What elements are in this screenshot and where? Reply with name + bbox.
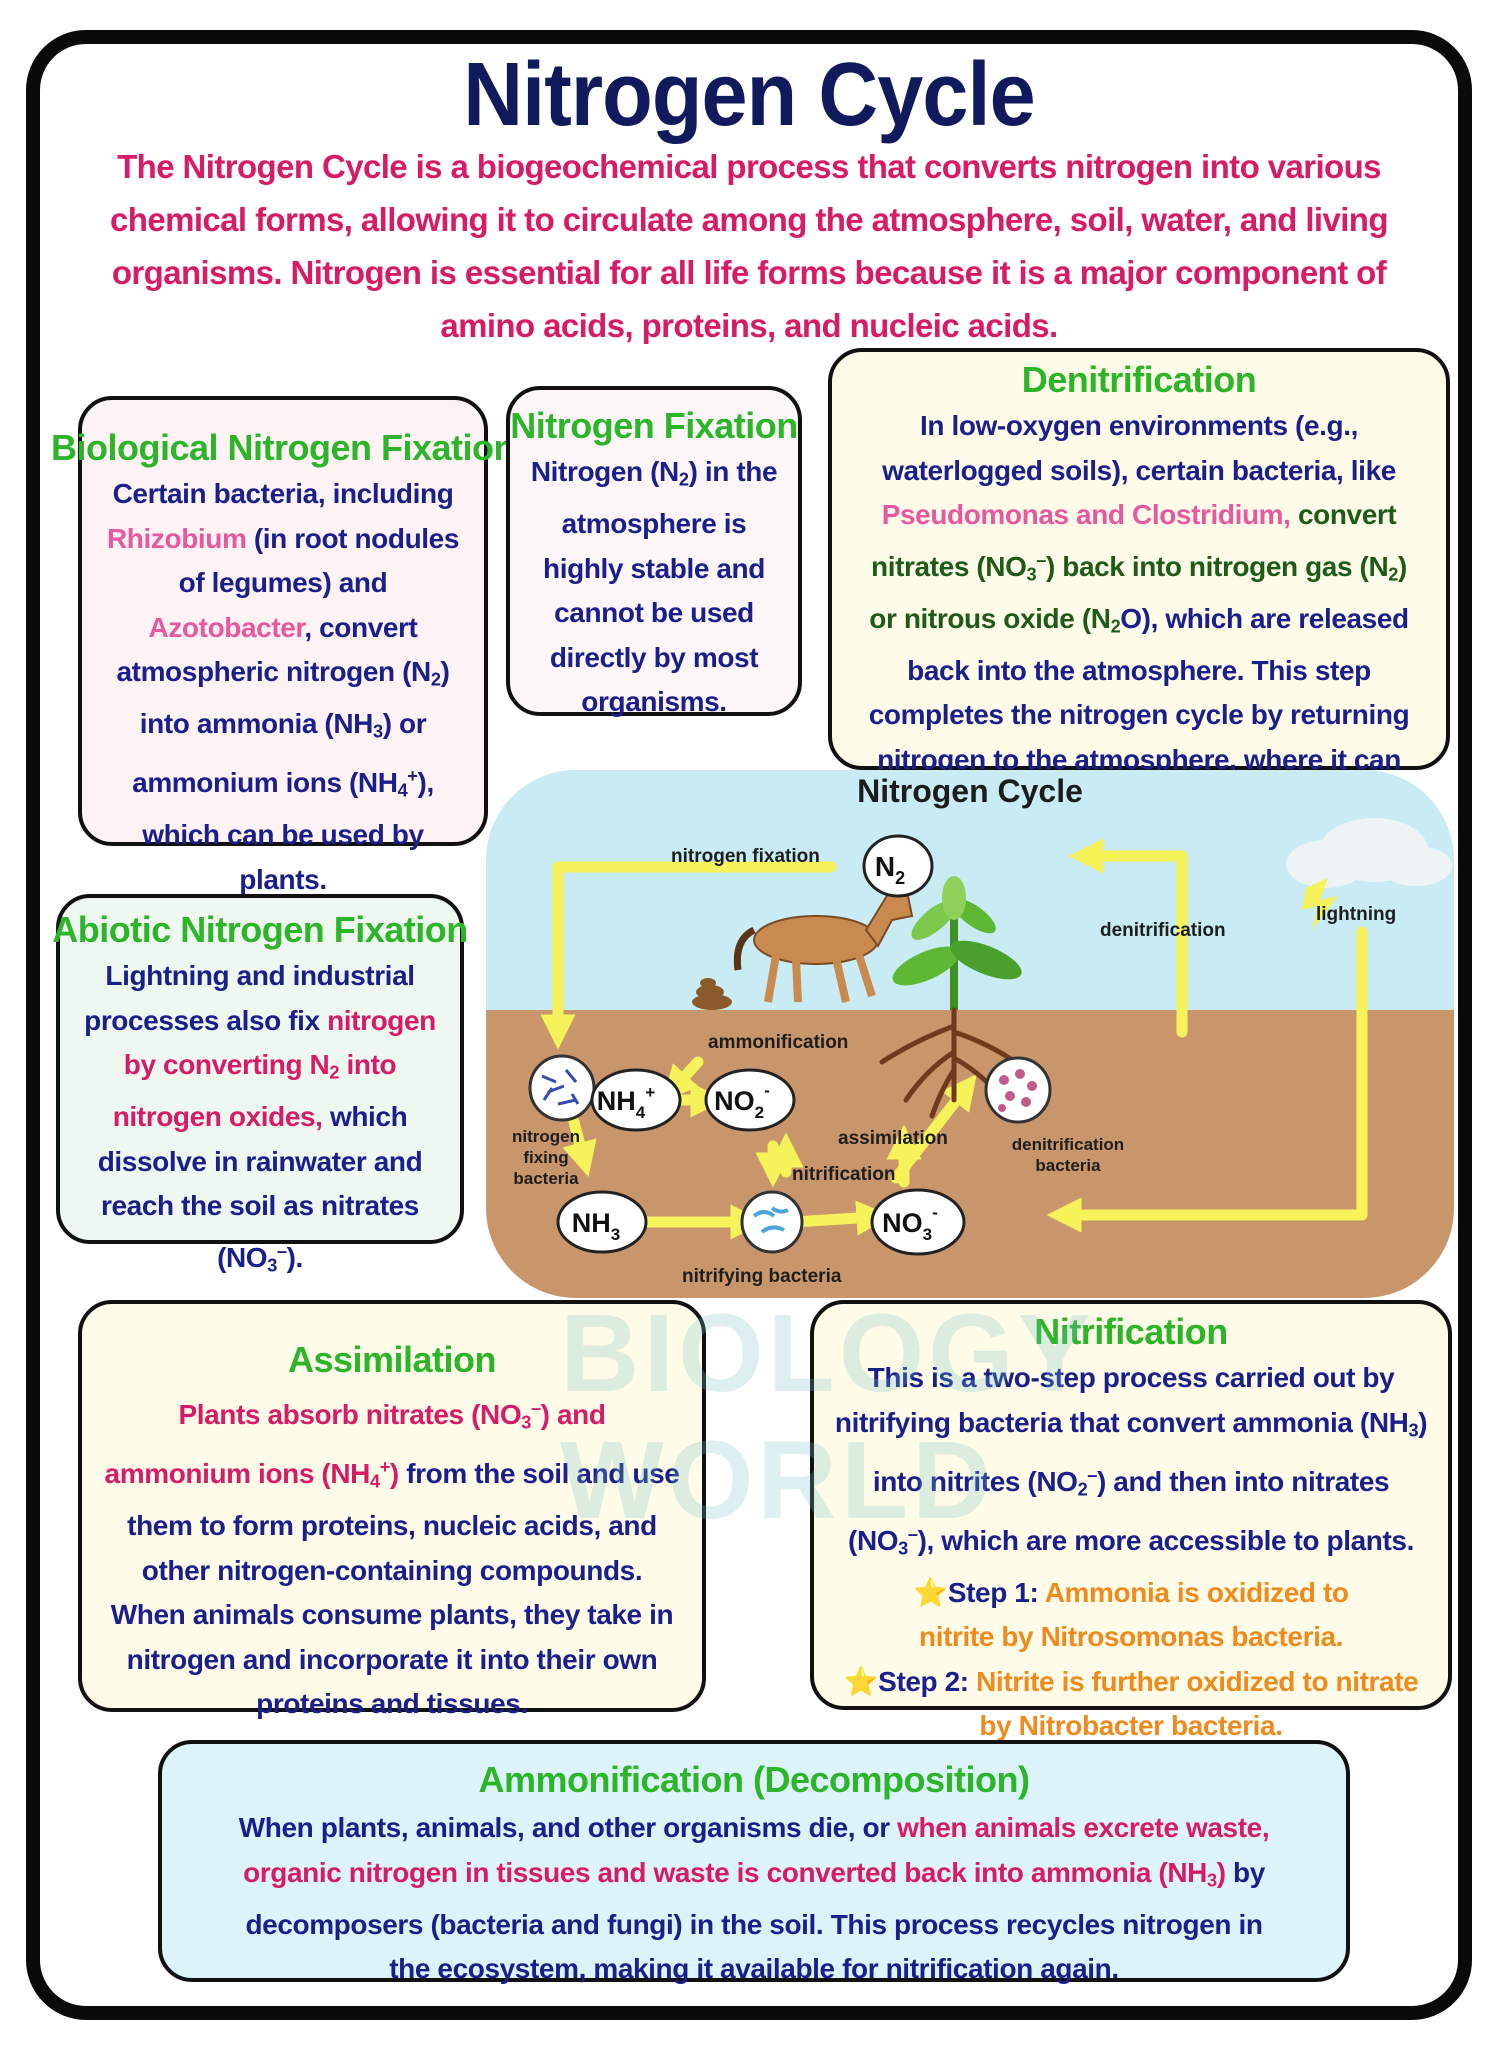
nitrification-step1: ⭐Step 1: Ammonia is oxidized to nitrite … (913, 1576, 1349, 1653)
sky (486, 770, 1454, 1010)
intro-paragraph: The Nitrogen Cycle is a biogeochemical p… (110, 148, 1388, 344)
diagram-svg: Nitrogen Cycle (486, 770, 1454, 1298)
label-nfb-line2: fixing (523, 1148, 568, 1167)
page-title: Nitrogen Cycle (463, 45, 1035, 145)
no2-node: NO2- (704, 1068, 796, 1132)
svg-text:NH3: NH3 (572, 1208, 620, 1244)
assimilation-heading: Assimilation (287, 1339, 497, 1380)
denitrification-heading: Denitrification (1021, 359, 1257, 400)
nitrogen-fixing-bacteria-icon (528, 1054, 596, 1122)
ammonification-text: When plants, animals, and other organism… (238, 1812, 1270, 1985)
ammonification-card: Ammonification (Decomposition) When plan… (158, 1740, 1350, 1984)
label-nfb-line3: bacteria (513, 1169, 579, 1188)
abiotic-fixation-card: Abiotic Nitrogen Fixation Lightning and … (52, 894, 468, 1275)
svg-text:N2: N2 (875, 851, 905, 888)
plant-icon (892, 876, 1022, 1010)
label-ammonification: ammonification (708, 1032, 848, 1053)
label-nitrogen-fixation: nitrogen fixation (671, 846, 820, 867)
nitrification-heading: Nitrification (1034, 1311, 1228, 1352)
nh4-node: NH4+ (590, 1068, 682, 1132)
label-denitrification: denitrification (1100, 920, 1226, 941)
label-denit-bacteria-line1: denitrification (1012, 1135, 1124, 1154)
denitrification-text: In low-oxygen environments (e.g., waterl… (868, 410, 1410, 819)
assimilation-text: Plants absorb nitrates (NO3–) and ammoni… (104, 1398, 680, 1720)
svg-text:NO2-: NO2- (714, 1081, 770, 1122)
dung-icon (692, 978, 732, 1010)
label-nitrification: nitrification (792, 1164, 895, 1185)
denitrification-card: Denitrification In low-oxygen environmen… (828, 348, 1450, 819)
abiotic-fixation-text: Lightning and industrial processes also … (84, 960, 436, 1276)
arrow-ammonification (662, 1056, 704, 1101)
arrow-nitrifying-no3 (788, 1200, 892, 1236)
nitrification-step2: ⭐Step 2: Nitrite is further oxidized to … (843, 1665, 1419, 1742)
nitrogen-fixation-text: Nitrogen (N2) in the atmosphere is highl… (530, 456, 778, 718)
n2-node: N2 (862, 834, 934, 898)
arrow-to-denit-bacteria (890, 1074, 977, 1184)
abiotic-fixation-heading: Abiotic Nitrogen Fixation (52, 909, 468, 950)
nitrification-text: This is a two-step process carried out b… (834, 1362, 1428, 1559)
star-icon: ⭐ (913, 1576, 948, 1608)
nitrification-card: Nitrification This is a two-step process… (810, 1300, 1452, 1741)
label-nitrifying-bacteria: nitrifying bacteria (682, 1266, 842, 1287)
label-nfb-line1: nitrogen (512, 1127, 580, 1146)
denitrification-bacteria-icon (984, 1056, 1052, 1124)
nh3-node: NH3 (556, 1190, 648, 1254)
arrow-denitrification (1068, 838, 1188, 1038)
nitrogen-fixation-heading: Nitrogen Fixation (510, 405, 798, 446)
assimilation-card: Assimilation Plants absorb nitrates (NO3… (78, 1300, 706, 1719)
ammonification-heading: Ammonification (Decomposition) (478, 1759, 1031, 1800)
no3-node: NO3- (870, 1188, 966, 1256)
lightning-icon (1302, 878, 1338, 930)
label-assimilation: assimilation (838, 1128, 948, 1149)
svg-text:NH4+: NH4+ (597, 1083, 655, 1122)
arrow-fixation (540, 861, 837, 1050)
svg-text:NO3-: NO3- (882, 1203, 938, 1244)
horse-icon (733, 892, 914, 1003)
nitrogen-cycle-diagram: Nitrogen Cycle (486, 770, 1454, 1298)
star-icon: ⭐ (843, 1665, 879, 1697)
cloud-icon (1286, 818, 1452, 888)
soil (486, 1010, 1454, 1298)
nitrogen-fixation-card: Nitrogen Fixation Nitrogen (N2) in the a… (506, 386, 802, 717)
biological-fixation-text: Certain bacteria, including Rhizobium (i… (106, 478, 459, 895)
label-denit-bacteria-line2: bacteria (1035, 1156, 1101, 1175)
nitrifying-bacteria-icon (740, 1190, 804, 1254)
biological-fixation-heading: Biological Nitrogen Fixation (50, 427, 516, 468)
biological-fixation-card: Biological Nitrogen Fixation Certain bac… (51, 396, 516, 895)
arrow-lightning (1046, 926, 1368, 1233)
label-lightning: lightning (1316, 904, 1396, 925)
diagram-title: Nitrogen Cycle (857, 773, 1083, 809)
arrow-bacteria-nh3 (562, 1116, 597, 1178)
